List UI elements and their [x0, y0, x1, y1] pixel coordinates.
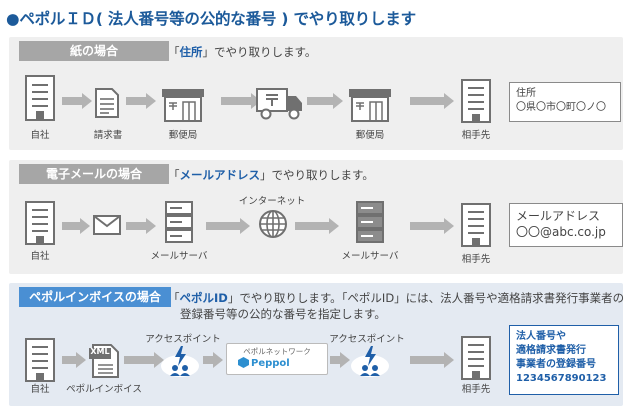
- partner-building-icon: [461, 203, 491, 247]
- label-self: 自社: [30, 251, 50, 262]
- arrow-icon: [62, 218, 90, 234]
- truck-icon: [256, 88, 302, 120]
- email-badge: 電子メールの場合: [19, 164, 169, 184]
- label-access-point: アクセスポイント: [329, 334, 405, 345]
- arrow-icon: [126, 218, 156, 234]
- envelope-icon: [93, 215, 121, 235]
- peppol-note-highlight: ペポルID: [179, 291, 228, 305]
- email-box-label: メールアドレス: [516, 209, 601, 223]
- post-office-icon: [162, 89, 204, 122]
- arrow-icon: [124, 352, 164, 368]
- label-partner: 相手先: [461, 254, 491, 265]
- server-icon: [165, 201, 193, 243]
- peppol-badge: ペポルインボイスの場合: [19, 287, 171, 307]
- email-note-highlight: メールアドレス: [179, 168, 261, 182]
- arrow-icon: [307, 93, 343, 109]
- peppol-box-line: 適格請求書発行: [516, 345, 586, 356]
- arrow-icon: [62, 352, 86, 368]
- arrow-icon: [126, 93, 156, 109]
- label-self: 自社: [30, 130, 50, 141]
- xml-document-icon: [89, 344, 119, 378]
- arrow-icon: [221, 93, 261, 109]
- peppol-network-label: ペポルネットワーク: [243, 347, 311, 356]
- label-access-point: アクセスポイント: [145, 334, 221, 345]
- arrow-icon: [62, 93, 92, 109]
- access-point-icon: [161, 346, 199, 377]
- peppol-box-line: 事業者の登録番号: [516, 359, 596, 370]
- peppol-network-box: ペポルネットワーク Peppol: [226, 343, 328, 375]
- paper-badge: 紙の場合: [19, 41, 169, 61]
- company-building-icon: [25, 201, 55, 245]
- label-peppol-invoice: ペポルインボイス: [66, 384, 142, 395]
- paper-note-highlight: 住所: [179, 45, 203, 59]
- peppol-note: 「ペポルID」でやり取りします。「ペポルID」には、法人番号や適格請求書発行事業…: [168, 291, 625, 305]
- arrow-icon: [295, 218, 339, 234]
- label-self: 自社: [30, 384, 50, 395]
- label-post-office: 郵便局: [355, 130, 385, 141]
- arrow-icon: [410, 352, 454, 368]
- peppol-box-number: 1234567890123: [516, 373, 607, 384]
- peppol-brand: Peppol: [251, 358, 290, 369]
- partner-building-icon: [461, 336, 491, 380]
- arrow-icon: [203, 352, 223, 368]
- document-icon: [95, 88, 119, 118]
- xml-label: XML: [90, 347, 110, 356]
- label-invoice: 請求書: [93, 130, 123, 141]
- server-icon: [356, 201, 384, 243]
- arrow-icon: [330, 352, 350, 368]
- address-box-value: 〇県〇市〇町〇ノ〇: [516, 102, 606, 113]
- page-title: ●ペポルＩＤ( 法人番号等の公的な番号 ) でやり取りします: [6, 10, 416, 28]
- label-mail-server: メールサーバ: [150, 251, 208, 262]
- label-partner: 相手先: [461, 384, 491, 395]
- address-box: 住所 〇県〇市〇町〇ノ〇: [509, 82, 621, 122]
- label-internet: インターネット: [238, 196, 306, 207]
- label-partner: 相手先: [461, 130, 491, 141]
- access-point-icon: [351, 346, 389, 377]
- paper-note: 「住所」でやり取りします。: [168, 45, 317, 59]
- label-post-office: 郵便局: [168, 130, 198, 141]
- arrow-icon: [410, 218, 454, 234]
- email-note: 「メールアドレス」でやり取りします。: [168, 168, 374, 182]
- email-box-value: 〇〇@abc.co.jp: [516, 225, 606, 239]
- company-building-icon: [25, 338, 55, 382]
- peppol-box-line: 法人番号や: [516, 331, 566, 342]
- email-address-box: メールアドレス 〇〇@abc.co.jp: [509, 203, 623, 247]
- arrow-icon: [206, 218, 250, 234]
- post-office-icon: [349, 89, 391, 122]
- peppol-id-box: 法人番号や 適格請求書発行 事業者の登録番号 1234567890123: [509, 325, 619, 395]
- partner-building-icon: [461, 79, 491, 123]
- label-mail-server: メールサーバ: [341, 251, 399, 262]
- arrow-icon: [410, 93, 454, 109]
- globe-icon: [259, 210, 287, 238]
- company-building-icon: [25, 75, 55, 121]
- peppol-logo-icon: [238, 357, 249, 368]
- address-box-label: 住所: [516, 88, 536, 99]
- peppol-note-line2: 登録番号等の公的な番号を指定します。: [180, 307, 386, 321]
